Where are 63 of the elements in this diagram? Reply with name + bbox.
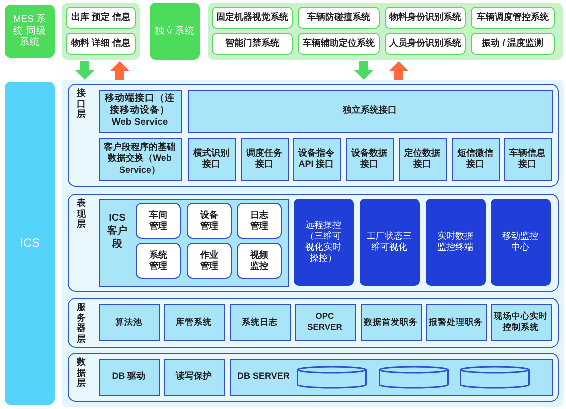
service-box: 数据首发职务 — [360, 304, 422, 340]
layer-panel — [68, 194, 559, 292]
interface-box: 短信微信接口 — [452, 138, 500, 180]
arrow — [75, 62, 95, 80]
interface-box: 独立系统接口 — [188, 90, 552, 132]
system-box: 独立系统 — [150, 3, 200, 60]
database-cylinder — [460, 367, 530, 388]
system-box: 车辆防碰撞系统 — [298, 7, 380, 29]
server-box — [230, 358, 552, 396]
interface-box: 设备指令API 接口 — [292, 138, 340, 180]
info-box: 出库 预定 信息 — [66, 7, 136, 29]
module-box: 车间管理 — [136, 203, 181, 239]
layer-label: 服务器层 — [76, 302, 87, 344]
system-box: 固定机器视觉系统 — [212, 7, 293, 29]
interface-box: 定位数据接口 — [398, 138, 446, 180]
layer-label: 接口层 — [76, 88, 87, 120]
ics-column: ICS — [5, 82, 55, 405]
module-box: 实时数据监控终端 — [426, 198, 486, 286]
server-label: DB SERVER — [238, 370, 290, 382]
group-panel — [62, 3, 140, 60]
database-cylinder — [297, 367, 367, 388]
group-panel — [208, 3, 563, 60]
module-box: 远程操控（三维可视化实时操控） — [294, 198, 354, 286]
layer-panel — [68, 84, 559, 187]
system-box: 智能门禁系统 — [212, 33, 293, 55]
interface-box: 车辆信息接口 — [504, 138, 552, 180]
module-box: 移动监控中心 — [490, 198, 550, 286]
system-box: 物料身份识别系统 — [385, 7, 466, 29]
client-panel — [98, 198, 288, 286]
system-box: MES 系统 同级系统 — [5, 5, 55, 58]
module-box: 工厂状态三维可视化 — [360, 198, 420, 286]
interface-box: 客户段程序的基础数据交换（Web Service） — [98, 138, 182, 180]
interface-box: 设备数据接口 — [346, 138, 394, 180]
service-box: 现场中心实时控制系统 — [490, 304, 552, 340]
arrow — [389, 62, 409, 80]
module-box: 系统管理 — [136, 243, 181, 279]
data-box: 读写保护 — [164, 358, 224, 396]
service-box: 库管系统 — [164, 304, 224, 340]
arrow — [110, 62, 130, 80]
system-box: 车辆调度管控系统 — [471, 7, 555, 29]
module-box: 设备管理 — [187, 203, 232, 239]
interface-box: 横式识别接口 — [188, 138, 236, 180]
interface-box: 调度任务接口 — [240, 138, 288, 180]
module-box: 作业管理 — [187, 243, 232, 279]
system-box: 车辆辅助定位系统 — [298, 33, 380, 55]
layer-label: 数据层 — [76, 357, 87, 388]
data-box: DB 驱动 — [98, 358, 160, 396]
arrow — [354, 62, 374, 80]
service-box: 报警处理职务 — [426, 304, 486, 340]
module-box: 日志管理 — [237, 203, 282, 239]
client-label: ICS客户段 — [106, 212, 128, 250]
layer-panel — [68, 298, 559, 348]
system-box: 振动 / 温度监测 — [471, 33, 555, 55]
interface-box: 移动端接口（连接移动设备）Web Service — [98, 90, 182, 132]
service-box: OPC SERVER — [294, 304, 356, 340]
layer-panel — [68, 353, 559, 402]
service-box: 系统日志 — [230, 304, 290, 340]
layer-label: 表现层 — [76, 198, 87, 230]
info-box: 物料 详细 信息 — [66, 33, 136, 55]
module-box: 视频监控 — [237, 243, 282, 279]
system-box: 人员身份识别系统 — [385, 33, 466, 55]
database-cylinder — [379, 367, 449, 388]
service-box: 算法池 — [98, 304, 160, 340]
